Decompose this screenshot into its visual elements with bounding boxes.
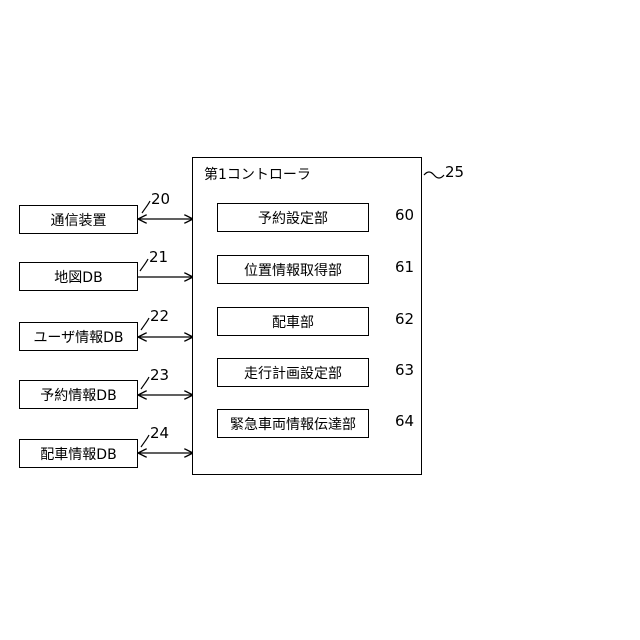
reservation-info-db-ref: 23 bbox=[150, 366, 169, 384]
reservation-setting-unit-label: 予約設定部 bbox=[258, 208, 328, 228]
leader-25 bbox=[424, 172, 444, 178]
dispatch-unit-ref: 62 bbox=[395, 310, 414, 328]
dispatch-info-db-box: 配車情報DB bbox=[19, 439, 138, 468]
emergency-vehicle-info-unit-label: 緊急車両情報伝達部 bbox=[230, 414, 356, 434]
travel-plan-setting-unit-label: 走行計画設定部 bbox=[244, 363, 342, 383]
reservation-setting-unit-box: 予約設定部 bbox=[217, 203, 369, 232]
leader-24 bbox=[141, 435, 149, 447]
location-info-acquisition-unit-ref: 61 bbox=[395, 258, 414, 276]
controller-title: 第1コントローラ bbox=[204, 164, 311, 184]
travel-plan-setting-unit-ref: 63 bbox=[395, 361, 414, 379]
reservation-setting-unit-ref: 60 bbox=[395, 206, 414, 224]
leader-21 bbox=[140, 259, 148, 271]
map-db-ref: 21 bbox=[149, 248, 168, 266]
communication-device-label: 通信装置 bbox=[51, 210, 107, 230]
communication-device-box: 通信装置 bbox=[19, 205, 138, 234]
communication-device-ref: 20 bbox=[151, 190, 170, 208]
map-db-box: 地図DB bbox=[19, 262, 138, 291]
controller-ref: 25 bbox=[445, 163, 464, 181]
emergency-vehicle-info-unit-ref: 64 bbox=[395, 412, 414, 430]
leader-23 bbox=[141, 377, 149, 389]
reservation-info-db-label: 予約情報DB bbox=[40, 385, 116, 405]
user-info-db-label: ユーザ情報DB bbox=[33, 327, 123, 347]
map-db-label: 地図DB bbox=[54, 267, 102, 287]
user-info-db-ref: 22 bbox=[150, 307, 169, 325]
dispatch-unit-box: 配車部 bbox=[217, 307, 369, 336]
location-info-acquisition-unit-box: 位置情報取得部 bbox=[217, 255, 369, 284]
dispatch-unit-label: 配車部 bbox=[272, 312, 314, 332]
emergency-vehicle-info-unit-box: 緊急車両情報伝達部 bbox=[217, 409, 369, 438]
location-info-acquisition-unit-label: 位置情報取得部 bbox=[244, 260, 342, 280]
leader-22 bbox=[141, 318, 149, 330]
travel-plan-setting-unit-box: 走行計画設定部 bbox=[217, 358, 369, 387]
user-info-db-box: ユーザ情報DB bbox=[19, 322, 138, 351]
reservation-info-db-box: 予約情報DB bbox=[19, 380, 138, 409]
dispatch-info-db-label: 配車情報DB bbox=[40, 444, 116, 464]
dispatch-info-db-ref: 24 bbox=[150, 424, 169, 442]
leader-20 bbox=[142, 201, 150, 213]
